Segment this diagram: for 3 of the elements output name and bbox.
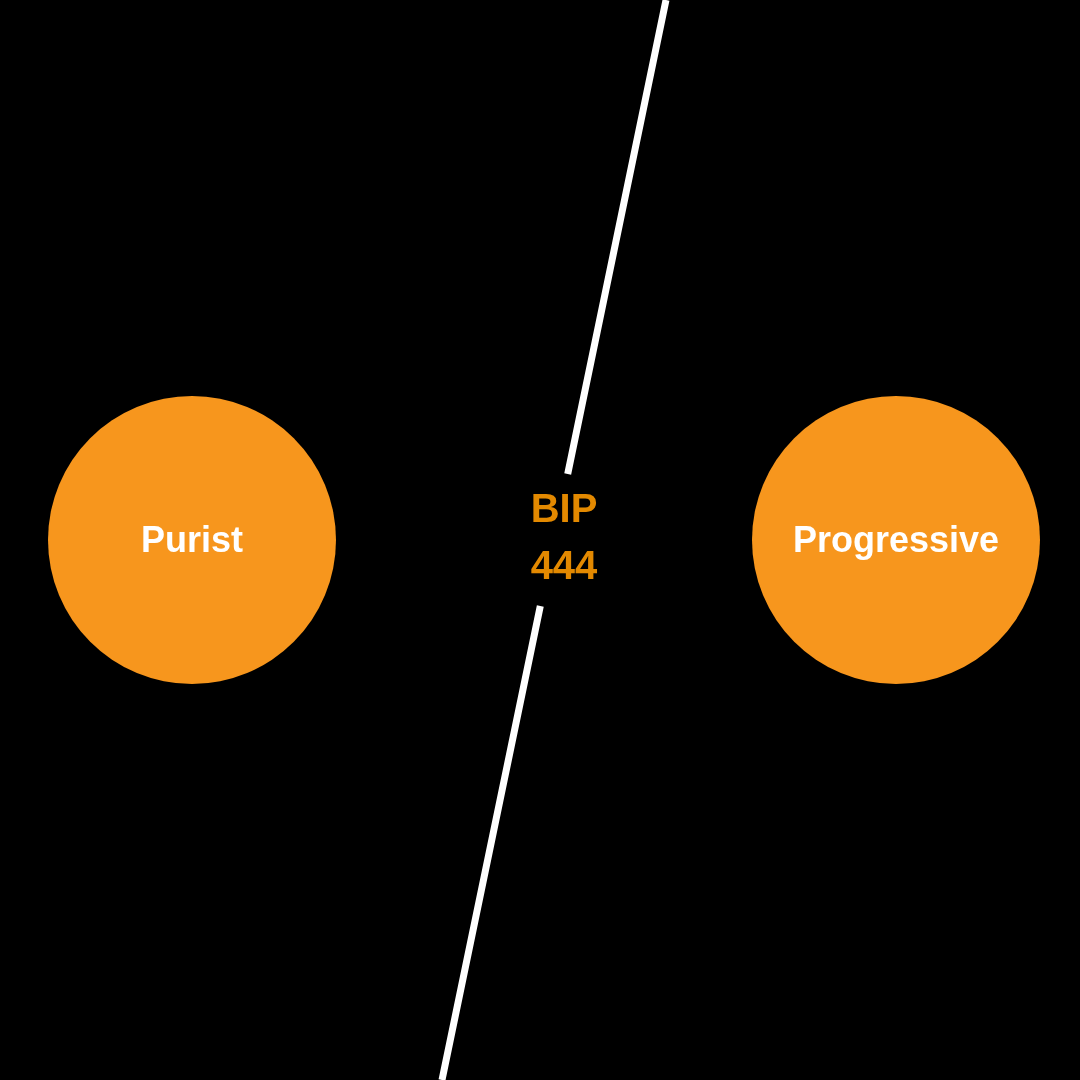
center-label: BIP 444 — [529, 485, 599, 589]
node-label: Progressive — [792, 520, 1000, 560]
node-label: Purist — [141, 520, 243, 560]
